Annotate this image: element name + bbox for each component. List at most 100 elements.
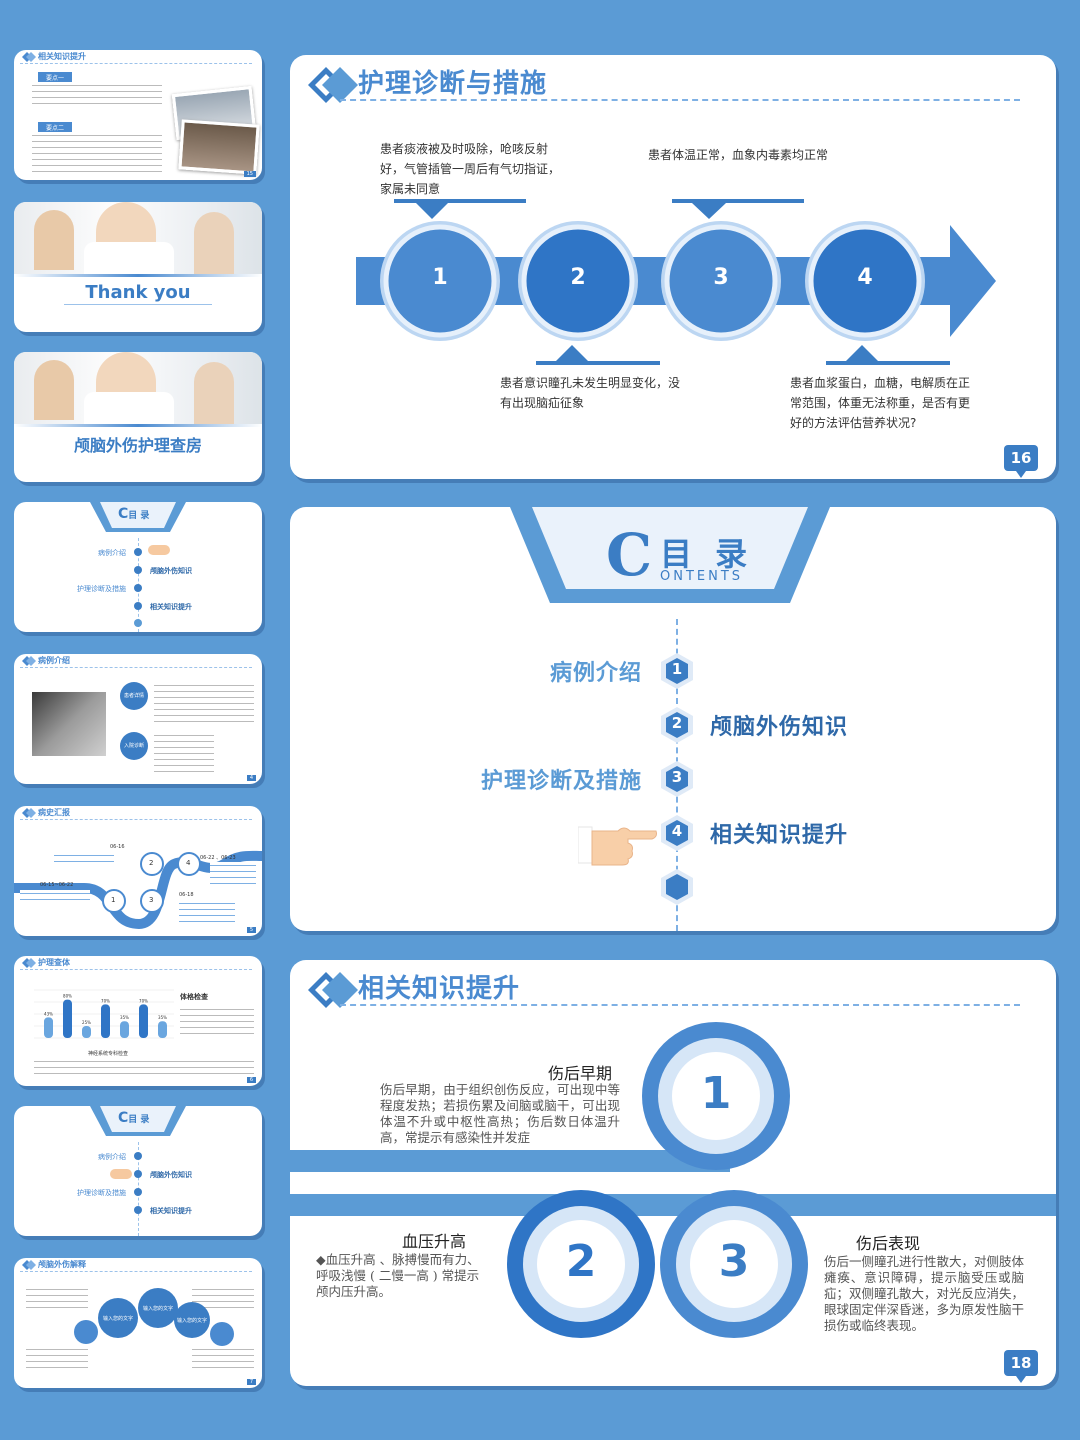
date-label: 06-16 [110, 844, 125, 850]
step-number: 4 [186, 859, 191, 867]
thumb-title: 病史汇报 [38, 808, 70, 817]
thumbnail-slide-15[interactable]: 相关知识提升 要点一 要点二 15 [14, 50, 262, 180]
mini-bar [63, 999, 72, 1038]
step-number-2: 2 [570, 265, 586, 290]
diamond-icon [22, 656, 36, 666]
diamond-icon [22, 808, 36, 818]
tag-badge: 要点二 [38, 122, 73, 133]
thumb-title: 病例介绍 [38, 656, 70, 665]
thumbnail-slide-5[interactable]: 病史汇报 2 4 1 3 06-16 06-15~06-22 06-22 、06… [14, 806, 262, 936]
item-number-3: 3 [718, 1236, 750, 1287]
step-number-1: 1 [432, 265, 448, 290]
page-number: 6 [246, 1077, 256, 1083]
mini-bar-label: 70% [139, 998, 148, 1003]
mini-bar [158, 1021, 167, 1038]
thank-you-title: Thank you [85, 282, 191, 303]
mini-bar [44, 1017, 53, 1038]
note-2: 患者体温正常，血象内毒素均正常 [648, 148, 829, 162]
doctors-photo [14, 352, 262, 424]
slide-title: 相关知识提升 [358, 974, 521, 1004]
diamond-icon [22, 1260, 36, 1270]
toc-number-4: 4 [671, 822, 683, 840]
toc-logo-title: 目 录 [660, 535, 754, 573]
mini-bar-label: 70% [101, 998, 110, 1003]
step-number: 1 [111, 896, 116, 904]
toc-number-1: 1 [671, 660, 683, 678]
toc-number-3: 3 [671, 768, 683, 786]
mini-bar [101, 1004, 110, 1038]
step-number: 3 [149, 896, 154, 904]
thumbnail-thank-you[interactable]: Thank you [14, 202, 262, 332]
diamond-icon [308, 972, 358, 1008]
step-number: 2 [149, 859, 154, 867]
toc-item-nursing-diagnosis[interactable]: 护理诊断及措施 [480, 769, 642, 794]
slide-18[interactable]: 相关知识提升 1 2 3 伤后早期 伤后早期，由于组织创伤反应，可出现中等程度发… [290, 960, 1056, 1386]
mini-bar-label: 80% [63, 994, 72, 999]
toc-item[interactable]: 相关知识提升 [150, 603, 192, 611]
toc-item[interactable]: 相关知识提升 [150, 1207, 192, 1215]
gear-icon: 输入您的文字 [138, 1288, 178, 1328]
mini-bar-label: 35% [120, 1015, 129, 1020]
date-label: 06-18 [179, 892, 194, 898]
toc-item-trauma-knowledge[interactable]: 颅脑外伤知识 [710, 715, 849, 740]
thumbnail-toc-2[interactable]: C目 录 病例介绍 颅脑外伤知识 护理诊断及措施 相关知识提升 [14, 1106, 262, 1236]
gear-icon [210, 1322, 234, 1346]
toc-logo: C目 录 [118, 1110, 150, 1126]
toc-logo-letter: C [606, 521, 653, 589]
toc-item[interactable]: 颅脑外伤知识 [150, 567, 192, 575]
step-number-3: 3 [713, 265, 729, 290]
toc-logo-sub: ONTENTS [660, 569, 744, 584]
toc-logo: C目 录 [118, 506, 150, 522]
mini-bar [82, 1026, 91, 1038]
mini-bar [139, 1004, 148, 1038]
photo [178, 119, 260, 175]
circle-graphics [290, 1022, 1056, 1338]
diamond-icon [22, 958, 36, 968]
toc-markers [661, 653, 693, 905]
thumbnail-slide-7[interactable]: 颅脑外伤解释 输入您的文字 输入您的文字 输入您的文字 7 [14, 1258, 262, 1388]
toc-item[interactable]: 护理诊断及措施 [77, 585, 126, 593]
para-signs: 伤后一侧瞳孔进行性散大，对侧肢体瘫痪、意识障碍，提示脑受压或脑疝；双侧瞳孔散大，… [824, 1254, 1025, 1333]
diamond-icon [22, 52, 36, 62]
slide-title: 护理诊断与措施 [358, 69, 548, 99]
slide-16[interactable]: 护理诊断与措施 患者痰液被及时吸除，呛咳反射好，气管插管一周后有气切指证，家属未… [290, 55, 1056, 479]
pointing-hand-icon [578, 826, 657, 866]
thumbnail-slide-6[interactable]: 护理查体 43%80%25%70%35%70%35% 体格检查 神经系统专科检查… [14, 956, 262, 1086]
tag-badge: 要点一 [38, 72, 73, 83]
date-label: 06-22 、06-23 [200, 855, 236, 861]
mini-bar-label: 43% [44, 1011, 53, 1016]
heading-bp: 血压升高 [402, 1232, 467, 1251]
toc-item-knowledge-upgrade[interactable]: 相关知识提升 [710, 823, 849, 848]
pointing-hand-icon [148, 545, 170, 555]
thumbnail-slide-4[interactable]: 病例介绍 患者详情 入院诊断 4 [14, 654, 262, 784]
toc-item[interactable]: 病例介绍 [98, 1153, 126, 1161]
page-number: 18 [1004, 1350, 1038, 1383]
page-number: 4 [246, 775, 256, 781]
slide-17-contents[interactable]: C 目 录 ONTENTS 1 2 3 4 病例介绍 颅脑外伤知识 护理诊断及措… [290, 507, 1056, 931]
photo [32, 692, 106, 756]
toc-item[interactable]: 病例介绍 [98, 549, 126, 557]
step-number-4: 4 [857, 265, 873, 290]
mini-bar-chart: 43%80%25%70%35%70%35% [34, 989, 174, 1039]
label-circle: 患者详情 [120, 682, 148, 710]
thumbnail-cover[interactable]: 颅脑外伤护理查房 [14, 352, 262, 482]
page-number: 7 [246, 1379, 256, 1385]
note-3: 患者意识瞳孔未发生明显变化，没有出现脑疝征象 [500, 376, 681, 410]
doctors-photo [14, 202, 262, 274]
gear-icon: 输入您的文字 [174, 1302, 210, 1338]
toc-item-case-intro[interactable]: 病例介绍 [549, 661, 642, 686]
gear-icon [74, 1320, 98, 1344]
label-circle: 入院诊断 [120, 732, 148, 760]
thumbnail-toc[interactable]: C目 录 病例介绍 颅脑外伤知识 护理诊断及措施 相关知识提升 [14, 502, 262, 632]
timeline-wave [14, 850, 262, 930]
thumb-title: 护理查体 [38, 958, 70, 967]
toc-item[interactable]: 护理诊断及措施 [77, 1189, 126, 1197]
heading-early: 伤后早期 [548, 1064, 613, 1083]
heading-signs: 伤后表现 [856, 1234, 921, 1253]
toc-item[interactable]: 颅脑外伤知识 [150, 1171, 192, 1179]
page-number: 16 [1004, 445, 1038, 478]
gear-icon: 输入您的文字 [98, 1298, 138, 1338]
diamond-icon [308, 67, 358, 103]
note-4: 患者血浆蛋白，血糖，电解质在正常范围，体重无法称重，是否有更好的方法评估营养状况… [790, 376, 971, 430]
toc-number-2: 2 [671, 714, 683, 732]
